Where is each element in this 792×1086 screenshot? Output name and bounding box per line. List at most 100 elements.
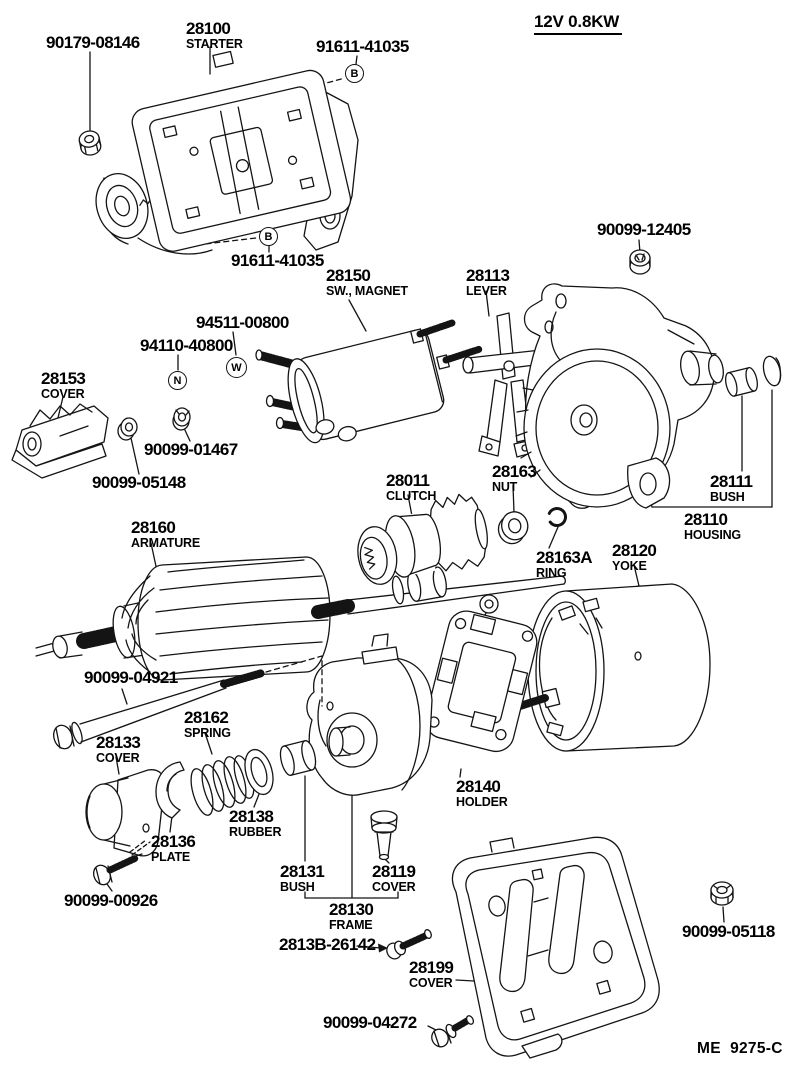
part-label-90179-08146: 90179-08146 [46, 33, 140, 52]
part-name: LEVER [466, 284, 507, 299]
part-label-28163-nut: 28163 NUT [492, 462, 537, 495]
cover-28153-drawing [11, 403, 109, 479]
part-label-28199-cover: 28199 COVER [409, 958, 454, 991]
part-name: SPRING [184, 726, 231, 741]
part-label-90099-12405: 90099-12405 [597, 220, 691, 239]
part-name: COVER [409, 976, 453, 991]
part-name: FRAME [329, 918, 373, 933]
part-name: RING [536, 566, 567, 581]
spring-28162-drawing [190, 755, 255, 816]
part-number: 28011 [386, 471, 430, 490]
ring-28163a-drawing [547, 507, 567, 527]
magnet-switch-drawing [255, 319, 484, 444]
part-number: 90099-05148 [92, 473, 186, 492]
part-label-28130-frame: 28130 FRAME [329, 901, 374, 933]
part-name: NUT [492, 480, 518, 495]
bush-28131-drawing [279, 740, 317, 776]
yoke-drawing [516, 583, 711, 752]
washer-90099-05148-drawing [117, 417, 138, 441]
part-name: STARTER [186, 37, 243, 52]
screw-90099-00926-drawing [92, 841, 151, 886]
part-label-28131-bush: 28131 BUSH [280, 862, 325, 895]
frame-28130-drawing [306, 633, 433, 796]
starter-assembly-drawing [95, 50, 359, 255]
part-label-94110-40800: 94110-40800 [140, 336, 233, 355]
washer-symbol-icon: W [226, 357, 247, 378]
part-name: BUSH [280, 880, 315, 895]
part-label-28011-clutch: 28011 CLUTCH [386, 472, 436, 504]
bolt-90099-04921-drawing [53, 655, 323, 750]
part-name: SW., MAGNET [326, 284, 408, 299]
part-number: 28110 [684, 510, 728, 529]
part-label-2813b-26142: 2813B-26142 [279, 936, 376, 954]
bolt-symbol-icon: B [259, 227, 278, 246]
part-number: 90099-01467 [144, 440, 238, 459]
part-label-90099-04272: 90099-04272 [323, 1013, 417, 1032]
part-name: HOUSING [684, 528, 741, 543]
part-number: 28140 [456, 777, 501, 796]
plate-28136-drawing [155, 761, 185, 819]
part-label-28120-yoke: 28120 YOKE [612, 541, 657, 574]
part-number: 94511-00800 [196, 313, 289, 332]
nut-symbol-icon: N [168, 371, 187, 390]
part-number: 91611-41035 [316, 37, 409, 56]
part-number: 28163 [492, 462, 537, 481]
sheet-code: ME 9275-C [697, 1040, 783, 1057]
part-number: 28138 [229, 807, 274, 826]
part-number: 28100 [186, 19, 231, 38]
part-number: 28120 [612, 541, 657, 560]
part-number: 28160 [131, 518, 176, 537]
part-number: 28111 [710, 472, 753, 491]
part-number: 94110-40800 [140, 336, 233, 355]
part-label-28153-cover: 28153 COVER [41, 370, 86, 402]
part-name: CLUTCH [386, 489, 437, 504]
part-number: 28150 [326, 266, 371, 285]
part-number: 28199 [409, 958, 454, 977]
part-number: 28119 [372, 862, 416, 881]
part-label-28110-housing: 28110 HOUSING [684, 511, 741, 543]
housing-drawing [515, 283, 724, 509]
part-label-28100-starter: 28100 STARTER [186, 20, 243, 52]
bush-28111-drawing [724, 355, 782, 397]
part-label-91611-41035-top: 91611-41035 [316, 37, 409, 56]
part-label-28160-armature: 28160 ARMATURE [131, 519, 200, 551]
part-number: 28162 [184, 708, 229, 727]
armature-drawing [35, 556, 566, 681]
part-number: 28131 [280, 862, 325, 881]
holder-28140-drawing [424, 594, 538, 753]
spec-label: 12V 0.8KW [534, 12, 623, 35]
cover-28119-drawing [370, 810, 398, 861]
part-number: 90099-05118 [682, 922, 775, 941]
bolt-symbol-icon: B [345, 64, 364, 83]
screw-90099-04272-drawing [431, 1015, 475, 1048]
part-number: 28133 [96, 733, 141, 752]
part-label-90099-05118: 90099-05118 [682, 922, 775, 941]
part-label-28136-plate: 28136 PLATE [151, 833, 196, 865]
part-name: COVER [372, 880, 416, 895]
part-number: 90099-00926 [64, 891, 158, 910]
part-label-28111-bush: 28111 BUSH [710, 472, 753, 505]
part-number: 28163A [536, 548, 593, 567]
part-number: 90179-08146 [46, 33, 140, 52]
part-number: 28113 [466, 266, 510, 285]
part-label-28119-cover: 28119 COVER [372, 862, 416, 895]
nut-90099-05118-drawing [710, 881, 734, 906]
part-number: 90099-04272 [323, 1013, 417, 1032]
part-label-28163a-ring: 28163A RING [536, 548, 593, 581]
part-label-28140-holder: 28140 HOLDER [456, 778, 508, 810]
part-label-28162-spring: 28162 SPRING [184, 709, 231, 741]
part-number: 90099-04921 [84, 668, 178, 687]
clutch-drawing [357, 493, 488, 585]
nut-28163-drawing [497, 511, 529, 545]
part-label-90099-04921: 90099-04921 [84, 668, 178, 687]
part-label-28133-cover: 28133 COVER [96, 733, 141, 766]
part-label-91611-41035-bottom: 91611-41035 [231, 252, 324, 270]
part-number: 90099-12405 [597, 220, 691, 239]
part-label-28150-sw-magnet: 28150 SW., MAGNET [326, 267, 408, 299]
part-name: COVER [41, 387, 85, 402]
part-label-94511-00800: 94511-00800 [196, 313, 289, 332]
part-name: YOKE [612, 559, 647, 574]
nut-90099-12405-drawing [629, 249, 651, 275]
